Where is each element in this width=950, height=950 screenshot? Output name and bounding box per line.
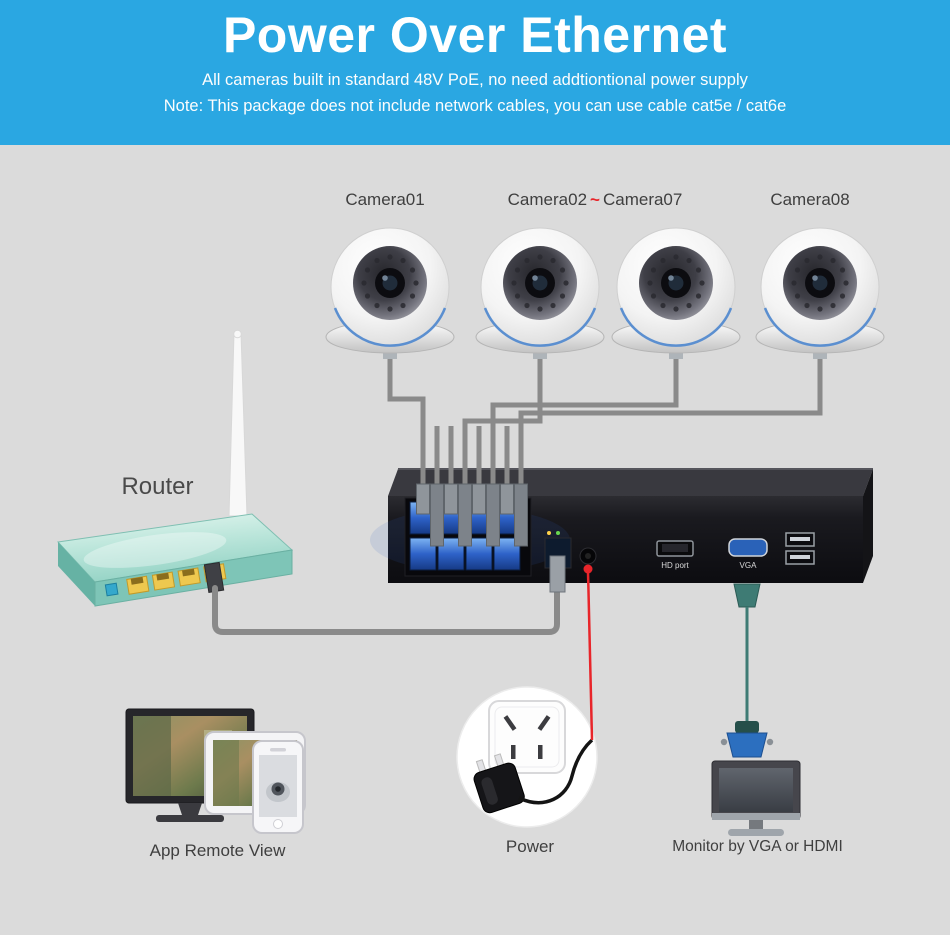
camera01-label: Camera01 bbox=[345, 190, 425, 209]
banner-subtitle: All cameras built in standard 48V PoE, n… bbox=[202, 71, 748, 89]
vga-cable-group bbox=[720, 583, 774, 758]
uplink-rj45-connector bbox=[549, 555, 566, 593]
range-tilde: ~ bbox=[590, 190, 600, 209]
wall-socket-icon bbox=[488, 700, 566, 774]
nvr-usb-ports bbox=[785, 532, 815, 565]
footer-strip bbox=[0, 935, 950, 950]
power-label: Power bbox=[505, 837, 555, 856]
camera-array bbox=[324, 226, 886, 361]
vga-monitor-icon bbox=[711, 760, 801, 836]
rj45-connectors bbox=[416, 483, 528, 547]
app-view-devices bbox=[125, 708, 306, 834]
cable-cam2 bbox=[462, 349, 543, 486]
camera-cables bbox=[387, 349, 823, 486]
power-group bbox=[456, 686, 598, 828]
camera-range-label: Camera02~Camera07 bbox=[470, 190, 720, 210]
cable-cam1 bbox=[387, 349, 426, 486]
router-antenna bbox=[228, 332, 248, 517]
app-remote-view-label: App Remote View bbox=[149, 841, 286, 860]
nvr-power-jack bbox=[579, 547, 597, 565]
vga-connector-bottom bbox=[720, 721, 774, 758]
router-nvr-cable bbox=[212, 585, 560, 635]
nvr-vga-port: VGA bbox=[728, 538, 768, 570]
power-adapter-icon bbox=[473, 753, 525, 814]
dome-camera-icon bbox=[754, 226, 886, 361]
monitor-label: Monitor by VGA or HDMI bbox=[672, 838, 843, 855]
vga-port-label: VGA bbox=[740, 561, 758, 570]
smartphone-icon bbox=[252, 740, 304, 834]
dome-camera-icon bbox=[474, 226, 606, 361]
cable-cam7 bbox=[490, 349, 679, 486]
camera07-label: Camera07 bbox=[602, 190, 683, 209]
power-plug-tip bbox=[583, 564, 593, 574]
camera02-label: Camera02 bbox=[507, 190, 588, 209]
nvr-hdmi-port: HD port bbox=[656, 540, 694, 570]
dome-camera-icon bbox=[610, 226, 742, 361]
vga-connector-top bbox=[733, 583, 761, 608]
dome-camera-icon bbox=[324, 226, 456, 361]
camera08-label: Camera08 bbox=[770, 190, 850, 209]
banner: Power Over Ethernet All cameras built in… bbox=[0, 0, 950, 145]
router-label: Router bbox=[121, 473, 194, 500]
banner-note: Note: This package does not include netw… bbox=[163, 97, 787, 115]
router-device bbox=[56, 329, 294, 607]
cable-cam8 bbox=[518, 349, 823, 486]
hdmi-port-label: HD port bbox=[661, 561, 689, 570]
power-wire-red bbox=[586, 572, 594, 741]
page-title: Power Over Ethernet bbox=[222, 7, 728, 63]
adapter-cord bbox=[518, 738, 594, 805]
